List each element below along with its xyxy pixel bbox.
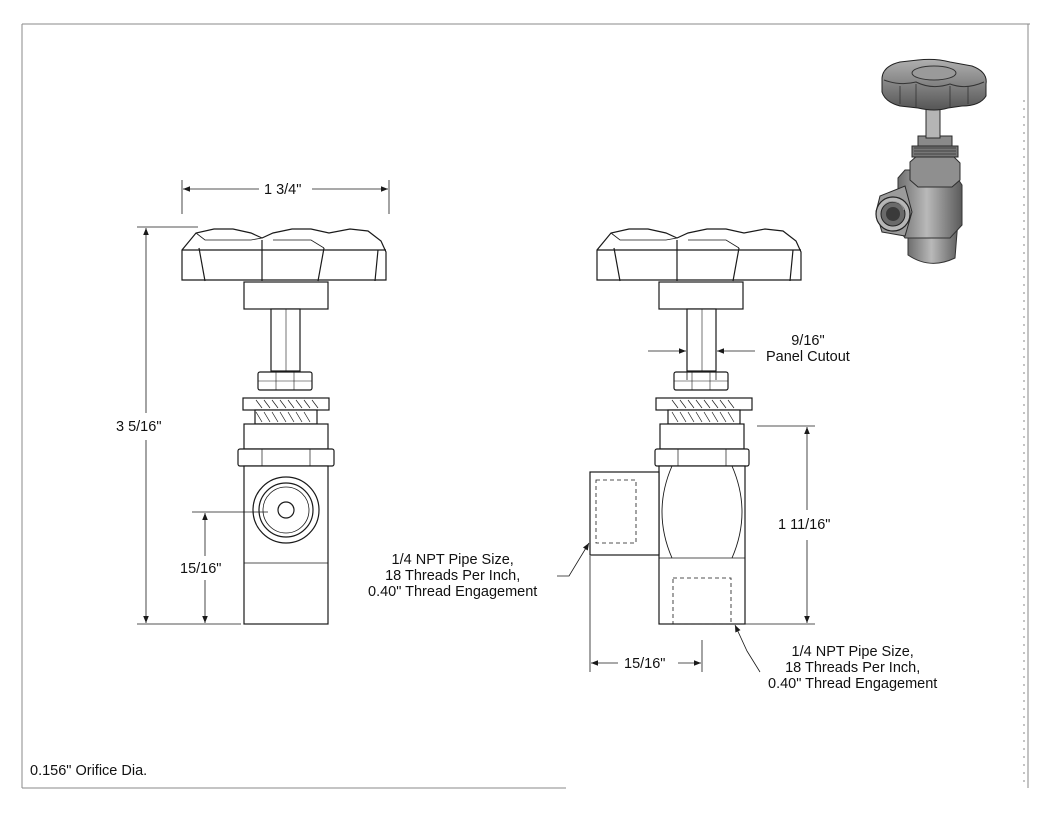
inlet-height-dimension: 15/16" bbox=[180, 561, 222, 577]
side-port-note-line3: 0.40" Thread Engagement bbox=[368, 584, 538, 600]
orifice-note: 0.156" Orifice Dia. bbox=[30, 763, 148, 779]
panel-cutout-note: 9/16" Panel Cutout bbox=[766, 333, 850, 365]
overall-width-dimension: 1 3/4" bbox=[264, 182, 302, 198]
body-height-dimension: 1 11/16" bbox=[778, 517, 831, 533]
side-port-offset-dimension: 15/16" bbox=[624, 656, 666, 672]
panel-cutout-value: 9/16" bbox=[791, 333, 825, 349]
overall-height-dimension: 3 5/16" bbox=[116, 419, 162, 435]
valve-3d-render bbox=[875, 58, 987, 264]
bottom-port-note-line1: 1/4 NPT Pipe Size, bbox=[791, 644, 914, 660]
side-port-note-line1: 1/4 NPT Pipe Size, bbox=[391, 552, 514, 568]
panel-cutout-label: Panel Cutout bbox=[766, 349, 850, 365]
side-port-note: 1/4 NPT Pipe Size, 18 Threads Per Inch, … bbox=[368, 552, 537, 600]
front-view bbox=[181, 228, 387, 625]
sheet-frame bbox=[21, 23, 1030, 789]
front-view-dimensions bbox=[137, 180, 390, 625]
bottom-port-note: 1/4 NPT Pipe Size, 18 Threads Per Inch, … bbox=[768, 644, 937, 692]
bottom-port-note-line2: 18 Threads Per Inch, bbox=[785, 660, 921, 676]
bottom-port-note-line3: 0.40" Thread Engagement bbox=[768, 676, 938, 692]
side-view bbox=[589, 228, 802, 625]
side-port-note-line2: 18 Threads Per Inch, bbox=[385, 568, 521, 584]
side-view-dimensions bbox=[557, 343, 815, 673]
